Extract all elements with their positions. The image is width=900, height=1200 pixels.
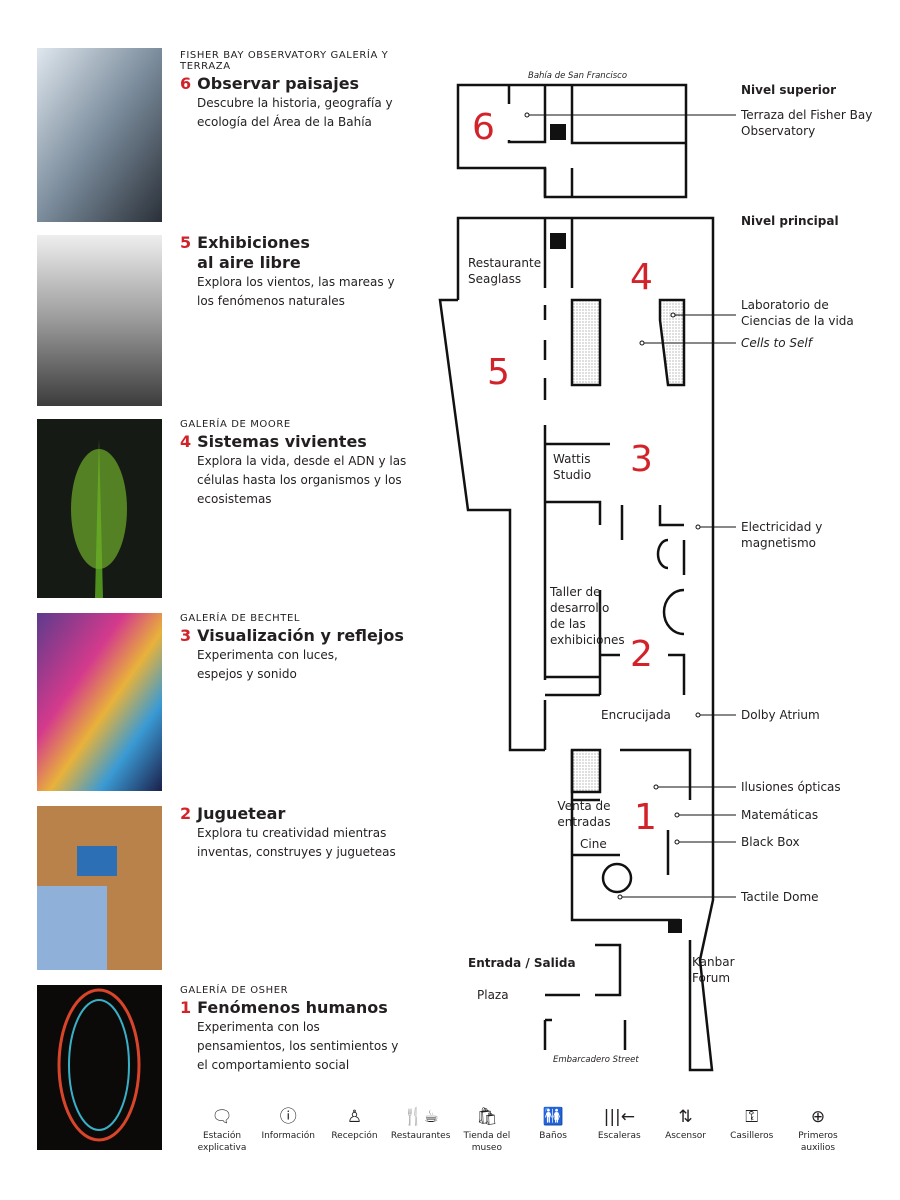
legend-label: Baños [539,1131,567,1141]
legend-item: ♙ Recepción [322,1104,386,1154]
entrance-label: Entrada / Salida [468,956,576,970]
locker-icon: ⚿ [745,1107,759,1127]
exhibit-desc: Descubre la historia, geografía y ecolog… [197,96,393,129]
restroom-icon: 🚻 [542,1107,564,1127]
math-label: Matemáticas [741,808,819,822]
stairs-icon: |||← [603,1107,636,1127]
legend-label: Escaleras [597,1131,641,1141]
electricity-label: Electricidad y magnetismo [741,520,823,550]
bay-label: Bahía de San Francisco [528,71,628,81]
exhibit-title: Visualización y reflejos [197,626,404,645]
exhibit-desc: Explora la vida, desde el ADN y las célu… [197,454,407,506]
legend-label: Restaurantes [390,1131,451,1141]
restaurant-icon: 🍴☕ [402,1107,439,1127]
legend-item: 🍴☕ Restaurantes [389,1104,453,1154]
photo-human-phenomena [37,985,162,1150]
kanbar-label: Kanbar Forum [692,955,735,985]
legend-item: ⇅ Ascensor [654,1104,718,1154]
explainer-icon: 🗨 [211,1107,233,1127]
map-zone-5: 5 [487,352,510,393]
info-icon: ⓘ [279,1107,297,1127]
exhibit-number: 2 [180,804,192,823]
blackbox-label: Black Box [741,835,800,849]
exhibit-title: Exhibiciones al aire libre [197,233,310,272]
exhibit-3: GALERÍA DE BECHTEL 3 Visualización y refle… [180,613,420,684]
terrace-label: Terraza del Fisher Bay Observatory [741,108,873,138]
shop-icon: 🛍 [476,1107,498,1127]
legend-item: 🗨 Estación explicativa [190,1104,254,1154]
exhibit-number: 3 [180,626,192,645]
tactile-label: Tactile Dome [741,890,819,904]
legend-label: Primeros auxilios [798,1131,838,1153]
map-zone-3: 3 [630,439,653,480]
lab-label: Laboratorio de Ciencias de la vida [741,298,854,328]
plaza-label: Plaza [477,988,509,1002]
cells-label: Cells to Self [741,336,812,350]
workshop-label: Taller de desarrollo de las exhibiciones [550,585,625,647]
crossroads-label: Encrucijada [601,708,671,722]
legend-label: Ascensor [665,1131,706,1141]
legend-item: 🚻 Baños [521,1104,585,1154]
main-level-heading: Nivel principal [741,214,839,228]
gallery-name: GALERÍA DE OSHER [180,985,289,996]
legend-label: Tienda del museo [463,1131,511,1153]
gallery-name: GALERÍA DE BECHTEL [180,613,301,624]
legend-item: ⚿ Casilleros [720,1104,784,1154]
photo-living-systems [37,419,162,598]
photo-outdoor [37,235,162,406]
upper-level-heading: Nivel superior [741,83,837,97]
exhibit-number: 5 [180,233,192,252]
first-aid-icon: ⊕ [810,1107,826,1127]
legend-label: Recepción [331,1131,378,1141]
legend-label: Información [261,1131,315,1141]
exhibit-desc: Explora los vientos, las mareas y los fe… [197,275,395,308]
exhibit-desc: Experimenta con luces, espejos y sonido [197,648,338,681]
exhibit-title: Juguetear [197,804,286,823]
cinema-label: Cine [580,837,607,851]
legend-item: ⊕ Primeros auxilios [786,1104,850,1154]
exhibit-title: Observar paisajes [197,74,360,93]
legend-label: Casilleros [730,1131,774,1141]
exhibit-desc: Explora tu creatividad mientras inventas… [197,826,396,859]
restaurant-label: Restaurante Seaglass [468,256,542,286]
photo-light [37,613,162,791]
dolby-label: Dolby Atrium [741,708,820,722]
reception-icon: ♙ [346,1107,363,1127]
exhibit-number: 6 [180,74,192,93]
legend-item: |||← Escaleras [587,1104,651,1154]
exhibit-desc: Experimenta con los pensamientos, los se… [197,1020,399,1072]
exhibit-number: 1 [180,998,192,1017]
map-zone-2: 2 [630,634,653,675]
legend-label: Estación explicativa [197,1131,247,1153]
gallery-name: FISHER BAY OBSERVATORY GALERÍA Y TERRAZA [180,50,389,72]
exhibit-title: Sistemas vivientes [197,432,367,451]
legend-item: 🛍 Tienda del museo [455,1104,519,1154]
tickets-label: Venta de entradas [557,799,611,829]
photo-observatory [37,48,162,222]
photo-tinkering [37,806,162,970]
map-zone-4: 4 [630,257,653,298]
exhibit-number: 4 [180,432,192,451]
exhibit-title: Fenómenos humanos [197,998,388,1017]
elevator-icon: ⇅ [678,1107,693,1127]
street-label: Embarcadero Street [553,1055,639,1065]
wattis-label: Wattis Studio [553,452,592,482]
illusions-label: Ilusiones ópticas [741,780,841,794]
gallery-name: GALERÍA DE MOORE [180,419,291,430]
exhibit-6: FISHER BAY OBSERVATORY GALERÍA Y TERRAZA… [180,50,420,132]
map-zone-6: 6 [472,107,495,148]
map-zone-1: 1 [634,797,657,838]
